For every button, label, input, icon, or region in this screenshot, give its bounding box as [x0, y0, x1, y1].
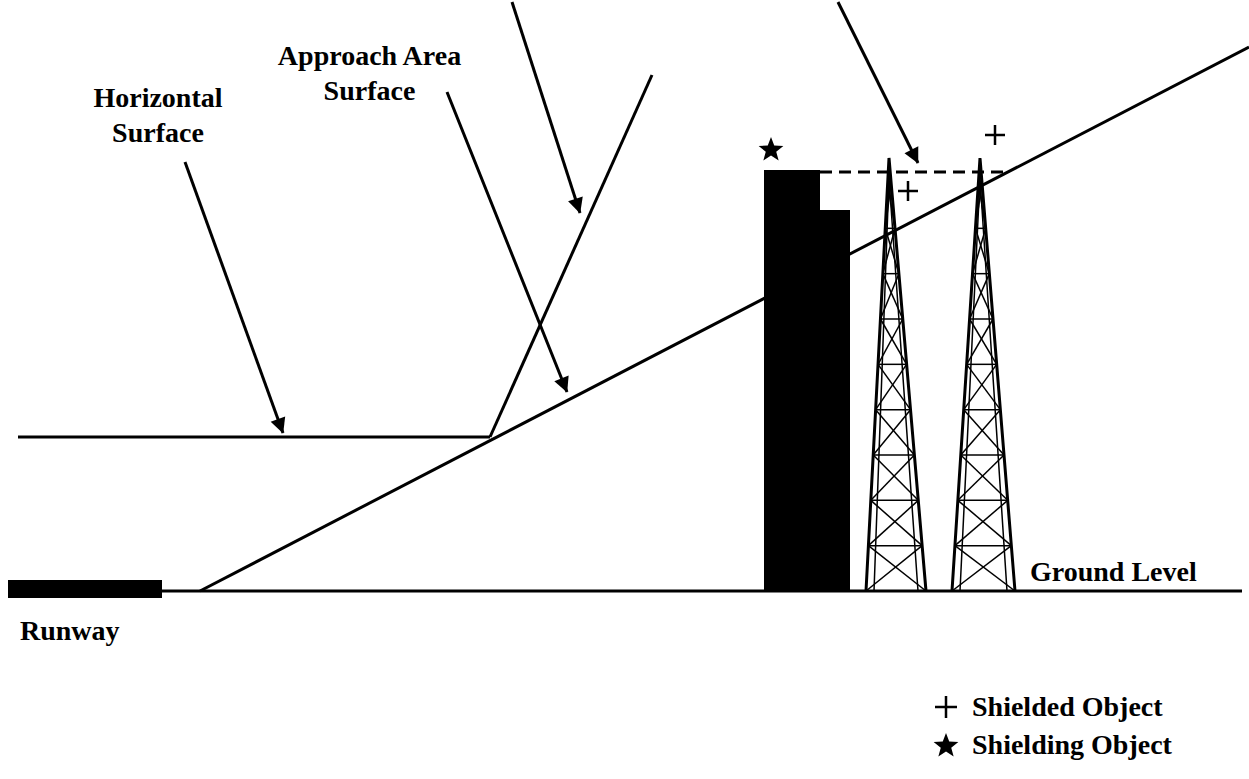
- surface-label: Approach Area Surface: [262, 38, 477, 108]
- building: [818, 210, 850, 591]
- legend-symbol: [932, 731, 960, 759]
- leader-arrow: [512, 2, 580, 213]
- ground-label: Ground Level: [1030, 554, 1197, 589]
- leader-arrow: [185, 162, 283, 433]
- runway-bar: [8, 580, 162, 598]
- leader-arrow: [838, 2, 918, 163]
- ground-line: [160, 590, 1242, 593]
- label-text: Ground Level: [1030, 556, 1197, 587]
- building: [764, 170, 820, 591]
- approach-surface-line: [200, 47, 1249, 591]
- leader-arrow: [447, 92, 567, 392]
- legend-row: Shielding Object: [932, 728, 1172, 762]
- label-text: Approach Area Surface: [278, 40, 461, 106]
- shielded-plus: [985, 125, 1005, 145]
- shielded-plus: [898, 181, 918, 201]
- tower: [866, 158, 926, 591]
- legend-text: Shielding Object: [972, 728, 1172, 762]
- tower: [952, 158, 1015, 591]
- legend-row: Shielded Object: [932, 690, 1163, 724]
- legend-symbol: [932, 693, 960, 721]
- transitional-surface-line: [490, 75, 652, 437]
- label-text: Runway: [20, 615, 120, 646]
- label-text: Horizontal Surface: [93, 82, 222, 148]
- shielding-star: [759, 137, 784, 161]
- legend-text: Shielded Object: [972, 690, 1163, 724]
- runway-label: Runway: [20, 613, 120, 648]
- horizontal-surface-line: [18, 436, 490, 439]
- surface-label: Horizontal Surface: [68, 80, 248, 150]
